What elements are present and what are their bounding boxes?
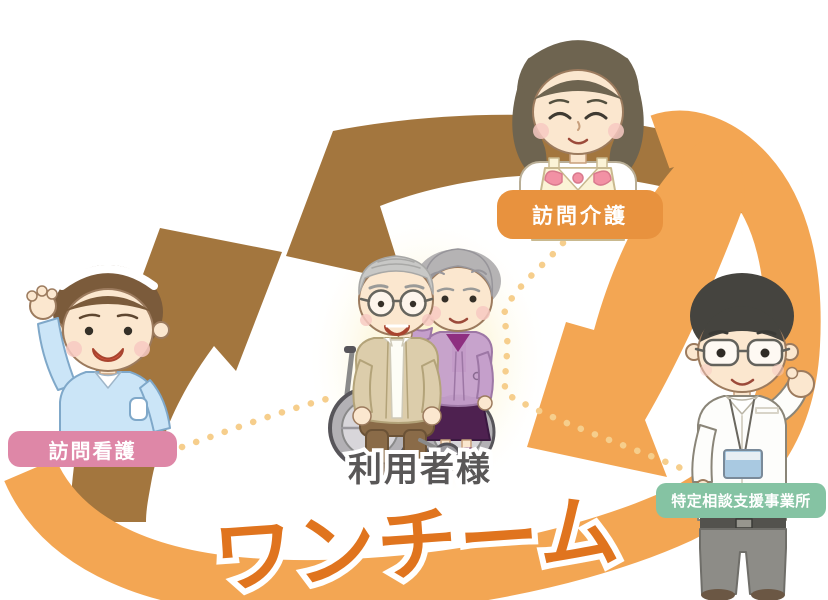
label-visiting-nurse: 訪問看護 xyxy=(8,431,177,467)
orange-arrow-icon xyxy=(527,141,745,477)
label-home-care: 訪問介護 xyxy=(497,190,663,239)
label-consultation-office-text: 特定相談支援事業所 xyxy=(671,493,811,510)
label-visiting-nurse-text: 訪問看護 xyxy=(48,440,137,463)
center-client-text: 利用者様 xyxy=(348,451,492,489)
label-consultation-office: 特定相談支援事業所 xyxy=(656,483,826,518)
label-home-care-text: 訪問介護 xyxy=(532,204,628,228)
dotted-connector-top-to-right xyxy=(499,239,694,476)
visiting-nurse-figure xyxy=(26,265,171,433)
elderly-man xyxy=(352,255,442,477)
dotted-connector-left xyxy=(178,392,342,451)
elderly-couple-wheelchair-figure xyxy=(328,248,501,477)
